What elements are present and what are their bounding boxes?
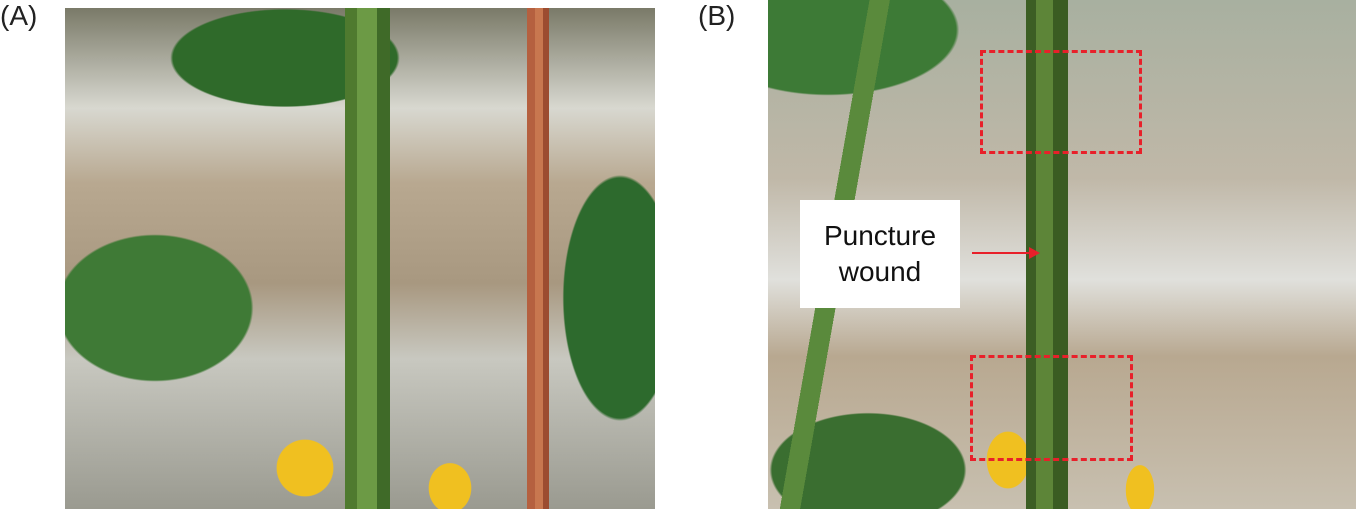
photo-cucumber-stem-intact bbox=[65, 8, 655, 509]
puncture-wound-callout: Puncture wound bbox=[800, 200, 960, 308]
callout-line2: wound bbox=[838, 256, 922, 287]
callout-line1: Puncture bbox=[823, 220, 937, 251]
panel-b-label: (B) bbox=[698, 0, 736, 31]
highlight-box-upper bbox=[980, 50, 1142, 154]
panel-a-label: (A) bbox=[0, 0, 38, 31]
highlight-box-lower bbox=[970, 355, 1133, 461]
arrow-icon bbox=[972, 247, 1040, 259]
